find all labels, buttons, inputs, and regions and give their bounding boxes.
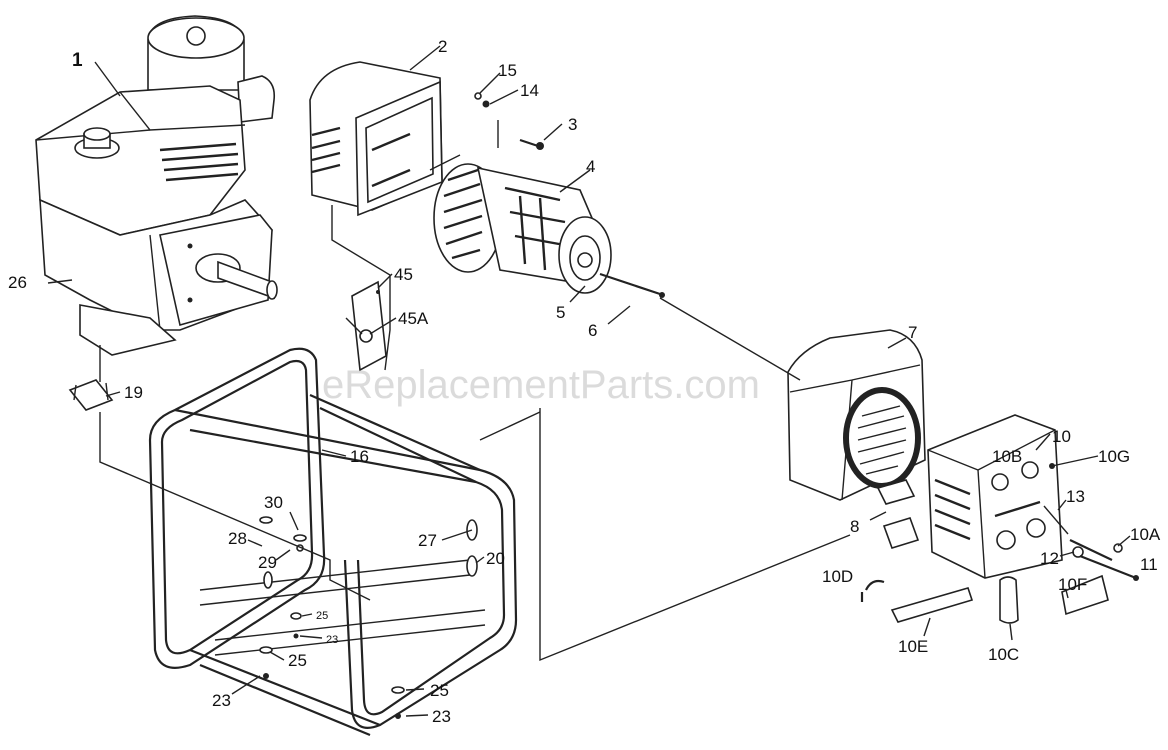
callout-13: 13: [1066, 487, 1085, 506]
callout-7: 7: [908, 323, 917, 342]
callout-6: 6: [588, 321, 597, 340]
engine-part: [35, 15, 278, 356]
callout-4: 4: [586, 157, 595, 176]
callout-26: 26: [8, 273, 27, 292]
callout-16: 16: [350, 447, 369, 466]
callout-27: 27: [418, 531, 437, 550]
hardware-parts: [474, 92, 665, 298]
callout-2: 2: [438, 37, 447, 56]
leader-lines: [47, 45, 1131, 717]
callout-45a: 45A: [398, 309, 429, 328]
callout-20: 20: [486, 549, 505, 568]
end-bell-part: [787, 329, 926, 501]
callout-10d: 10D: [822, 567, 853, 586]
callout-3: 3: [568, 115, 577, 134]
control-panel-part: [876, 414, 1063, 579]
callout-10e: 10E: [898, 637, 928, 656]
callout-labels: 1 2 3 4 5 6 7 8 10 10A 10B 10C 10D 10E 1…: [8, 37, 1161, 726]
callout-29: 29: [258, 553, 277, 572]
assembly-lines: [99, 120, 1069, 662]
callout-25-left: 25: [288, 651, 307, 670]
callout-10: 10: [1052, 427, 1071, 446]
callout-10a: 10A: [1130, 525, 1161, 544]
callout-19: 19: [124, 383, 143, 402]
callout-23-right: 23: [432, 707, 451, 726]
callout-11: 11: [1140, 555, 1158, 574]
callout-10g: 10G: [1098, 447, 1130, 466]
callout-12: 12: [1040, 549, 1059, 568]
callout-23-left: 23: [212, 691, 231, 710]
callout-25-upper: 25: [316, 610, 328, 622]
callout-10b: 10B: [992, 447, 1022, 466]
callout-14: 14: [520, 81, 539, 100]
callout-45: 45: [394, 265, 413, 284]
callout-10f: 10F: [1058, 575, 1087, 594]
callout-25-right: 25: [430, 681, 449, 700]
callout-28: 28: [228, 529, 247, 548]
part-19: [68, 379, 114, 411]
callout-8: 8: [850, 517, 859, 536]
rotor-stator-part: [433, 163, 612, 294]
callout-30: 30: [264, 493, 283, 512]
blower-housing-part: [309, 61, 443, 217]
callout-10c: 10C: [988, 645, 1019, 664]
bracket-part: [345, 280, 387, 372]
callout-5: 5: [556, 303, 565, 322]
callout-15: 15: [498, 61, 517, 80]
callout-1: 1: [72, 50, 83, 71]
callout-23-upper: 23: [326, 634, 338, 646]
watermark: eReplacementParts.com: [322, 363, 760, 407]
panel-hardware-parts: [860, 539, 1139, 624]
